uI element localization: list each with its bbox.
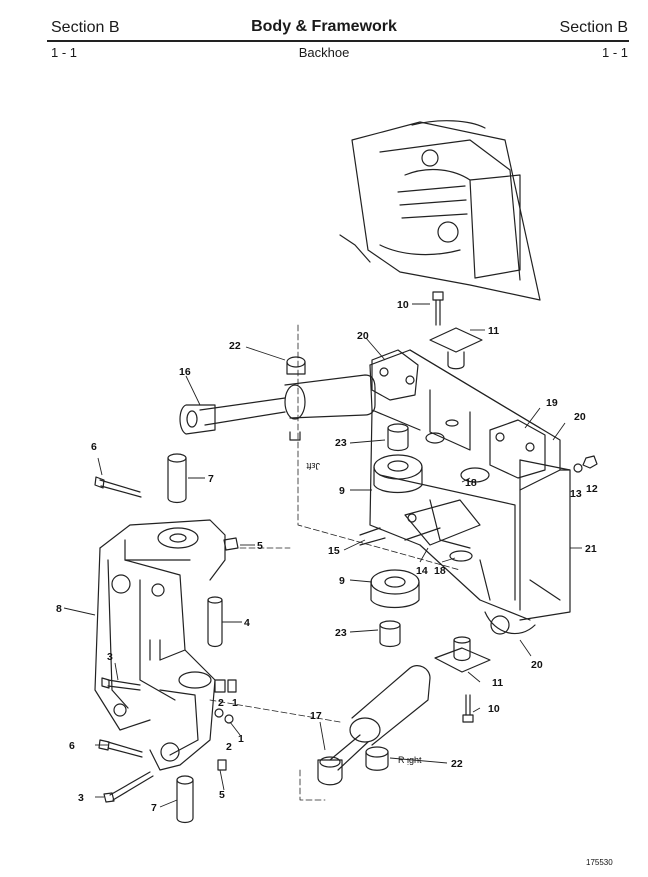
callout-leaders [63,303,582,808]
machine-inset-view [339,120,541,301]
lower-slew-ram [317,665,431,786]
callout-1: 1 [232,697,238,709]
page-title: Body & Framework [251,18,397,35]
callout-18b: 18 [434,565,446,577]
callout-8: 8 [56,603,62,615]
section-label-right: Section B [559,19,628,36]
callout-7: 7 [208,473,214,485]
page-number-right: 1 - 1 [601,45,628,60]
callout-6: 6 [91,441,97,453]
callout-numbers: 10 11 20 22 16 19 20 23 9 18 13 12 15 14… [56,299,598,814]
kingpost-frame [359,349,598,648]
callout-1b: 1 [238,733,244,745]
callout-19: 19 [546,397,558,409]
callout-2: 2 [218,697,224,709]
callout-2b: 2 [226,741,232,753]
mounting-pad-top [429,291,483,370]
callout-14: 14 [416,565,428,577]
callout-23b: 23 [335,627,347,639]
bolts [94,476,239,803]
callout-23: 23 [335,437,347,449]
assembly-leaders [209,324,461,801]
page-header: Section B Body & Framework Section B 1 -… [0,0,648,70]
callout-16: 16 [179,366,191,378]
callout-6b: 6 [69,740,75,752]
callout-3: 3 [107,651,113,663]
callout-18: 18 [465,477,477,489]
page-subtitle: Backhoe [298,45,350,60]
swing-bracket [94,519,226,771]
callout-22b: 22 [451,758,463,770]
callout-10: 10 [397,299,409,311]
callout-17: 17 [310,710,322,722]
callout-7b: 7 [151,802,157,814]
callout-3b: 3 [78,792,84,804]
callout-9b: 9 [339,575,345,587]
callout-15: 15 [328,545,340,557]
callout-4: 4 [244,617,250,629]
callout-5b: 5 [219,789,225,801]
callout-11b: 11 [492,677,503,689]
callout-20: 20 [357,330,369,342]
callout-9: 9 [339,485,345,497]
callout-12: 12 [586,483,598,495]
callout-11: 11 [488,325,499,337]
callout-21: 21 [585,543,597,555]
figure-number: 175530 [586,858,613,867]
callout-10b: 10 [488,703,500,715]
callout-20c: 20 [531,659,543,671]
callout-20b: 20 [574,411,586,423]
callout-22: 22 [229,340,241,352]
mounting-pad-bottom [434,636,491,723]
upper-slew-ram [179,356,376,441]
page-number-left: 1 - 1 [51,45,78,60]
stamp-left: Jεft [306,461,320,471]
pins [167,453,223,824]
callout-13: 13 [570,488,582,500]
callout-5: 5 [257,540,263,552]
header-rule [47,40,629,42]
section-label-left: Section B [51,19,120,36]
